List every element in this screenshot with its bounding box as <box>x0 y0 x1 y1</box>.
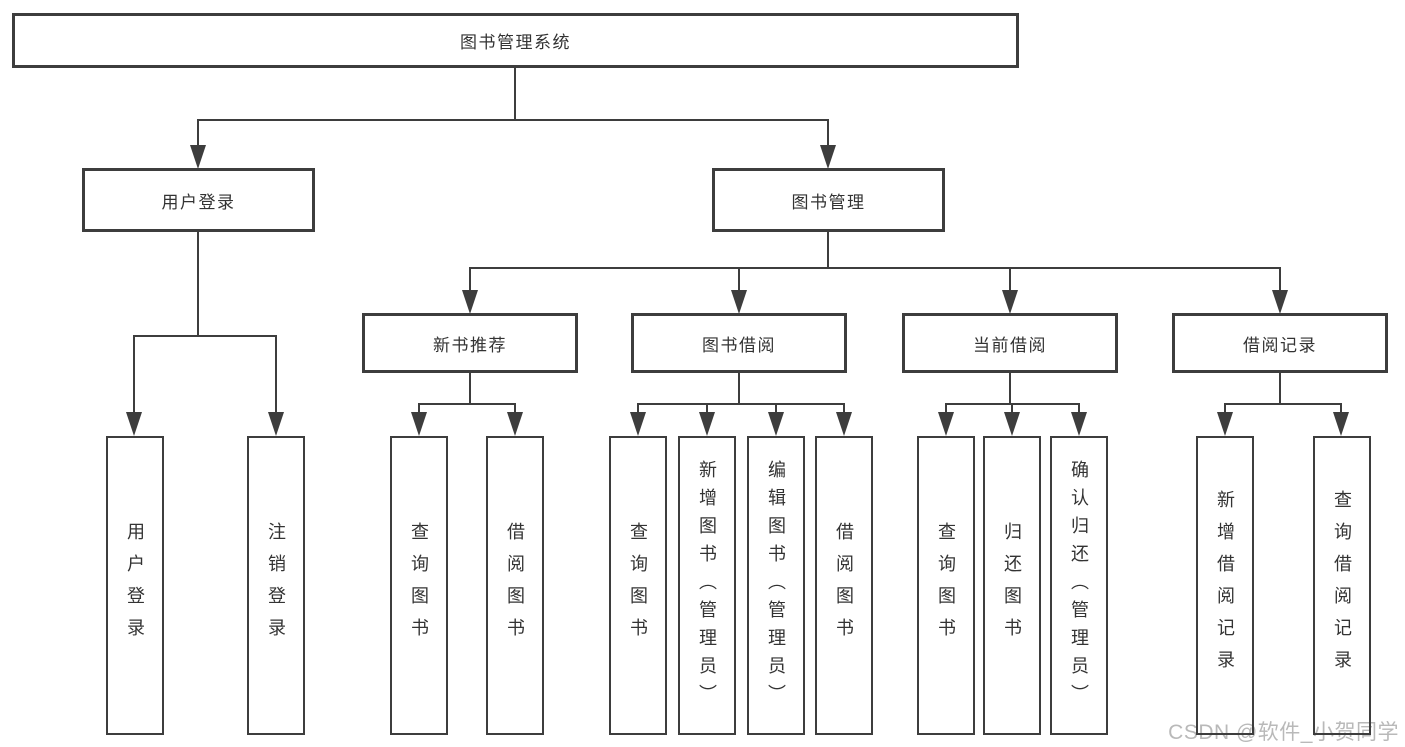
leaf-borrow-books-recommend: 借阅图书 <box>486 436 544 735</box>
connector-line <box>706 403 708 413</box>
node-label: 用户登录 <box>161 192 236 212</box>
node-borrowing-records: 借阅记录 <box>1172 313 1388 373</box>
connector-line <box>197 232 199 337</box>
connector-line <box>1078 403 1080 413</box>
arrow-down-icon <box>820 145 836 169</box>
node-new-book-recommend: 新书推荐 <box>362 313 578 373</box>
arrow-down-icon <box>1333 412 1349 436</box>
node-label: 查询图书 <box>936 521 956 650</box>
leaf-logout-login: 注销登录 <box>247 436 305 735</box>
leaf-add-borrow-record: 新增借阅记录 <box>1196 436 1254 735</box>
node-library-system: 图书管理系统 <box>12 13 1019 68</box>
leaf-user-login: 用户登录 <box>106 436 164 735</box>
connector-line <box>418 403 420 413</box>
arrow-down-icon <box>1002 290 1018 314</box>
leaf-add-books-admin: 新增图书（管理员） <box>678 436 736 735</box>
arrow-down-icon <box>836 412 852 436</box>
arrow-down-icon <box>462 290 478 314</box>
node-label: 新增借阅记录 <box>1215 489 1235 682</box>
arrow-down-icon <box>731 290 747 314</box>
node-current-borrowing: 当前借阅 <box>902 313 1118 373</box>
node-label: 图书借阅 <box>702 335 776 355</box>
connector-line <box>738 267 740 292</box>
connector-line <box>1009 373 1011 405</box>
connector-line <box>469 267 471 292</box>
connector-line <box>1279 267 1281 292</box>
leaf-confirm-return-admin: 确认归还（管理员） <box>1050 436 1108 735</box>
connector-line <box>1011 403 1013 413</box>
node-user-login: 用户登录 <box>82 168 315 232</box>
node-label: 新增图书（管理员） <box>697 459 717 712</box>
connector-line <box>197 119 199 149</box>
connector-line <box>738 373 740 405</box>
connector-line <box>469 267 1281 269</box>
connector-line <box>418 403 516 405</box>
node-label: 图书管理系统 <box>460 33 571 52</box>
connector-line <box>1009 267 1011 292</box>
leaf-query-borrow-record: 查询借阅记录 <box>1313 436 1371 735</box>
connector-line <box>1340 403 1342 413</box>
connector-line <box>637 403 844 405</box>
connector-line <box>133 335 135 415</box>
node-label: 借阅图书 <box>834 521 854 650</box>
arrow-down-icon <box>699 412 715 436</box>
leaf-query-books-current: 查询图书 <box>917 436 975 735</box>
connector-line <box>514 68 516 121</box>
node-book-borrowing: 图书借阅 <box>631 313 847 373</box>
leaf-query-books-recommend: 查询图书 <box>390 436 448 735</box>
connector-line <box>133 335 277 337</box>
leaf-borrow-books-borrowing: 借阅图书 <box>815 436 873 735</box>
connector-line <box>1279 373 1281 405</box>
connector-line <box>469 373 471 405</box>
arrow-down-icon <box>1004 412 1020 436</box>
connector-line <box>775 403 777 413</box>
arrow-down-icon <box>1217 412 1233 436</box>
node-label: 借阅记录 <box>1243 335 1317 355</box>
connector-line <box>275 335 277 415</box>
connector-line <box>1224 403 1226 413</box>
connector-line <box>514 403 516 413</box>
node-book-management: 图书管理 <box>712 168 945 232</box>
leaf-edit-books-admin: 编辑图书（管理员） <box>747 436 805 735</box>
node-label: 注销登录 <box>266 521 286 650</box>
connector-line <box>637 403 639 413</box>
arrow-down-icon <box>126 412 142 436</box>
arrow-down-icon <box>938 412 954 436</box>
node-label: 确认归还（管理员） <box>1069 459 1089 712</box>
connector-line <box>827 119 829 149</box>
connector-line <box>945 403 947 413</box>
node-label: 借阅图书 <box>505 521 525 650</box>
arrow-down-icon <box>190 145 206 169</box>
connector-line <box>197 119 829 121</box>
node-label: 归还图书 <box>1002 521 1022 650</box>
arrow-down-icon <box>507 412 523 436</box>
connector-line <box>843 403 845 413</box>
leaf-query-books-borrowing: 查询图书 <box>609 436 667 735</box>
node-label: 查询借阅记录 <box>1332 489 1352 682</box>
node-label: 用户登录 <box>125 521 145 650</box>
node-label: 查询图书 <box>409 521 429 650</box>
node-label: 编辑图书（管理员） <box>766 459 786 712</box>
csdn-watermark: CSDN @软件_小贺同学 <box>1168 721 1399 744</box>
connector-line <box>827 232 829 269</box>
node-label: 当前借阅 <box>973 335 1047 355</box>
arrow-down-icon <box>1071 412 1087 436</box>
node-label: 新书推荐 <box>433 335 507 355</box>
node-label: 查询图书 <box>628 521 648 650</box>
arrow-down-icon <box>768 412 784 436</box>
arrow-down-icon <box>1272 290 1288 314</box>
node-label: 图书管理 <box>791 192 866 212</box>
arrow-down-icon <box>268 412 284 436</box>
connector-line <box>1224 403 1342 405</box>
leaf-return-books: 归还图书 <box>983 436 1041 735</box>
arrow-down-icon <box>411 412 427 436</box>
arrow-down-icon <box>630 412 646 436</box>
